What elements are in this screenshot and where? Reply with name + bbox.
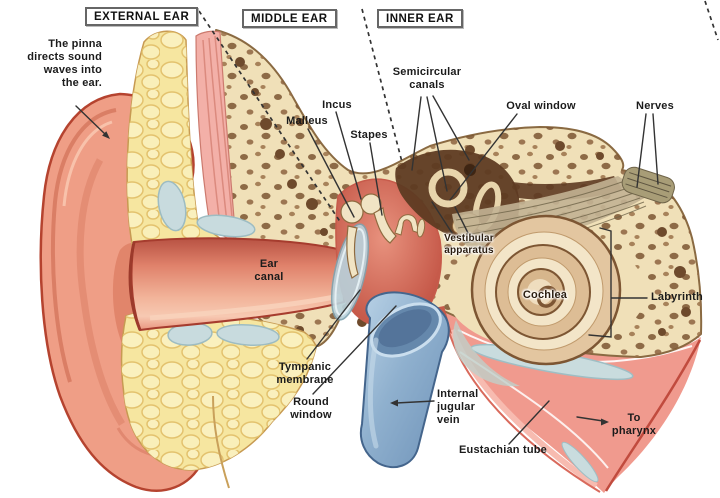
external-middle-divider: [198, 10, 342, 224]
vestibular-leader: [431, 201, 453, 234]
label-internal-jugular-vein: Internal jugular vein: [437, 388, 479, 426]
label-pinna-note: The pinna directs sound waves into the e…: [27, 38, 102, 89]
semicircular-leader: [432, 95, 470, 161]
semicircular-canal-loop: [428, 168, 468, 208]
label-nerves: Nerves: [636, 100, 674, 112]
cochlea-spiral: [453, 214, 622, 387]
ossicles: [340, 193, 426, 279]
label-stapes: Stapes: [350, 129, 388, 141]
subcutaneous-fat: [120, 30, 317, 471]
pinna-arrow-line: [75, 105, 107, 136]
label-semicircular-canals: Semicircular canals: [392, 66, 462, 91]
stapes-footplate: [416, 218, 426, 238]
arrowheads: [102, 131, 609, 426]
label-oval-window: Oval window: [506, 100, 576, 112]
label-cochlea: Cochlea: [522, 289, 568, 301]
leader-lines: [75, 95, 659, 445]
incus-bone: [373, 207, 397, 244]
section-box-inner-ear: INNER EAR: [377, 9, 463, 28]
section-divider-lines: [198, 0, 719, 224]
eustachian-leader: [508, 400, 550, 445]
round-window-leader: [312, 305, 397, 395]
label-to-pharynx: To pharynx: [611, 412, 657, 437]
malleus-leader: [307, 128, 355, 218]
semicircular-leader: [411, 96, 422, 171]
labyrinth-bracket: [588, 227, 648, 338]
label-vestibular-apparatus: Vestibular apparatus: [444, 233, 494, 256]
incus-leader: [335, 111, 362, 200]
bone-cavities: [235, 57, 691, 336]
malleus-bone: [346, 225, 359, 279]
section-box-external-ear: EXTERNAL EAR: [85, 7, 199, 26]
pinna-arrowhead: [102, 131, 110, 139]
label-incus: Incus: [322, 99, 352, 111]
middle-inner-divider: [361, 8, 403, 163]
label-tympanic-membrane: Tympanic membrane: [276, 361, 334, 386]
corner-dashed-line: [704, 0, 719, 41]
muscle-strip: [195, 30, 237, 243]
internal-jugular-vein: [359, 291, 450, 468]
label-round-window: Round window: [290, 396, 332, 421]
label-ear-canal: Ear canal: [254, 258, 284, 283]
nerves-leader: [652, 113, 659, 185]
oval-window-leader: [449, 113, 518, 201]
stapes-leader: [369, 142, 383, 216]
pharynx-arrowhead: [601, 418, 609, 426]
antihelix-ridge: [76, 158, 125, 426]
jugular-arrow-line: [395, 400, 435, 404]
ear-canal-tube: [128, 237, 346, 332]
nerves-leader: [636, 113, 647, 188]
jugular-arrowhead: [390, 399, 398, 407]
label-eustachian-tube: Eustachian tube: [459, 444, 547, 456]
label-labyrinth: Labyrinth: [651, 291, 703, 303]
section-box-middle-ear: MIDDLE EAR: [242, 9, 337, 28]
nerve-bundle: [621, 166, 675, 204]
label-malleus: Malleus: [286, 115, 328, 127]
vestibular-leader: [454, 206, 469, 234]
incus-bone: [360, 193, 382, 215]
semicircular-leader: [426, 96, 448, 192]
tympanic-leader: [306, 289, 361, 360]
hair-strand: [212, 395, 230, 489]
pharynx-arrow-line: [576, 416, 604, 422]
stapes-bone: [394, 214, 420, 236]
